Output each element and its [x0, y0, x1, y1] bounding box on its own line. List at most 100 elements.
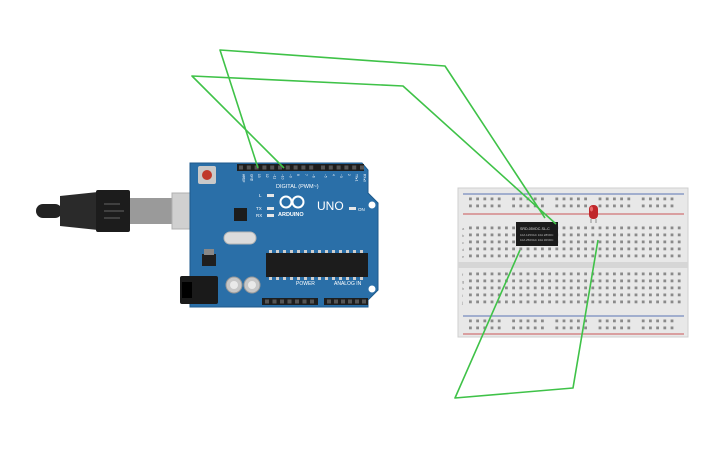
breadboard-hole[interactable] [620, 226, 623, 230]
breadboard-hole[interactable] [569, 254, 573, 258]
rail-hole[interactable] [577, 204, 580, 208]
breadboard-hole[interactable] [591, 254, 595, 258]
breadboard-hole[interactable] [548, 300, 551, 304]
rail-hole[interactable] [519, 197, 523, 201]
rail-hole[interactable] [670, 204, 674, 208]
breadboard-hole[interactable] [677, 240, 681, 244]
rail-hole[interactable] [562, 197, 566, 201]
breadboard-hole[interactable] [598, 293, 602, 297]
rail-hole[interactable] [555, 197, 559, 201]
digital-pin-TX▸1[interactable] [352, 165, 357, 170]
digital-pin-~10[interactable] [278, 165, 282, 170]
breadboard-hole[interactable] [627, 247, 631, 251]
breadboard-hole[interactable] [548, 286, 551, 290]
breadboard-hole[interactable] [627, 300, 631, 304]
rail-hole[interactable] [490, 197, 494, 201]
breadboard-hole[interactable] [555, 300, 559, 304]
breadboard-hole[interactable] [483, 300, 487, 304]
rail-hole[interactable] [641, 204, 645, 208]
breadboard-hole[interactable] [526, 279, 530, 283]
breadboard-hole[interactable] [677, 293, 681, 297]
rail-hole[interactable] [476, 319, 479, 323]
rail-hole[interactable] [656, 197, 659, 201]
breadboard-hole[interactable] [649, 254, 652, 258]
breadboard-hole[interactable] [512, 233, 515, 237]
breadboard-hole[interactable] [526, 247, 530, 251]
breadboard-hole[interactable] [562, 240, 566, 244]
breadboard-hole[interactable] [569, 233, 573, 237]
breadboard-hole[interactable] [620, 293, 623, 297]
rail-hole[interactable] [469, 197, 472, 201]
breadboard-hole[interactable] [505, 293, 508, 297]
rail-hole[interactable] [569, 326, 573, 330]
breadboard-hole[interactable] [591, 286, 595, 290]
breadboard-hole[interactable] [656, 300, 659, 304]
power-pin-Vin[interactable] [310, 299, 314, 304]
breadboard-hole[interactable] [577, 279, 580, 283]
breadboard-hole[interactable] [483, 226, 487, 230]
digital-pin-2[interactable] [344, 165, 349, 170]
rail-hole[interactable] [562, 326, 566, 330]
breadboard-hole[interactable] [555, 254, 559, 258]
breadboard-hole[interactable] [577, 247, 580, 251]
breadboard-hole[interactable] [577, 293, 580, 297]
rail-hole[interactable] [663, 204, 667, 208]
breadboard-hole[interactable] [584, 279, 587, 283]
breadboard-hole[interactable] [663, 272, 667, 276]
breadboard-hole[interactable] [656, 233, 659, 237]
analog-pin-A2[interactable] [341, 299, 345, 304]
breadboard-hole[interactable] [620, 247, 623, 251]
rail-hole[interactable] [649, 326, 652, 330]
breadboard-hole[interactable] [497, 293, 501, 297]
rail-hole[interactable] [656, 204, 659, 208]
breadboard-hole[interactable] [677, 272, 681, 276]
breadboard-hole[interactable] [663, 226, 667, 230]
rail-hole[interactable] [483, 197, 487, 201]
breadboard-hole[interactable] [569, 247, 573, 251]
breadboard-hole[interactable] [490, 254, 494, 258]
power-header[interactable] [262, 298, 318, 305]
breadboard-hole[interactable] [483, 233, 487, 237]
breadboard-hole[interactable] [490, 233, 494, 237]
breadboard-hole[interactable] [490, 293, 494, 297]
rail-hole[interactable] [649, 319, 652, 323]
rail-hole[interactable] [663, 197, 667, 201]
rail-hole[interactable] [663, 326, 667, 330]
breadboard-hole[interactable] [512, 226, 515, 230]
breadboard-hole[interactable] [526, 272, 530, 276]
breadboard-hole[interactable] [656, 272, 659, 276]
rail-hole[interactable] [497, 319, 501, 323]
breadboard-hole[interactable] [613, 254, 616, 258]
digital-pin-12[interactable] [262, 165, 267, 170]
breadboard-hole[interactable] [533, 286, 537, 290]
breadboard-hole[interactable] [677, 254, 681, 258]
breadboard-hole[interactable] [649, 226, 652, 230]
breadboard-hole[interactable] [663, 240, 667, 244]
breadboard-hole[interactable] [634, 293, 638, 297]
power-pin-3.3V[interactable] [280, 299, 284, 304]
breadboard-hole[interactable] [512, 293, 515, 297]
rail-hole[interactable] [541, 197, 544, 201]
breadboard-hole[interactable] [670, 247, 674, 251]
breadboard-hole[interactable] [641, 272, 645, 276]
breadboard-hole[interactable] [533, 279, 537, 283]
breadboard-hole[interactable] [497, 279, 501, 283]
breadboard-hole[interactable] [613, 233, 616, 237]
breadboard-hole[interactable] [577, 272, 580, 276]
breadboard-hole[interactable] [656, 226, 659, 230]
breadboard-hole[interactable] [562, 254, 566, 258]
breadboard-hole[interactable] [634, 240, 638, 244]
breadboard-hole[interactable] [533, 272, 537, 276]
breadboard-hole[interactable] [519, 247, 523, 251]
breadboard-hole[interactable] [512, 300, 515, 304]
rail-hole[interactable] [620, 319, 623, 323]
rail-hole[interactable] [512, 319, 515, 323]
breadboard-hole[interactable] [577, 286, 580, 290]
breadboard-hole[interactable] [598, 233, 602, 237]
breadboard-hole[interactable] [634, 254, 638, 258]
breadboard-hole[interactable] [562, 279, 566, 283]
rail-hole[interactable] [519, 319, 523, 323]
rail-hole[interactable] [469, 204, 472, 208]
breadboard-hole[interactable] [663, 300, 667, 304]
breadboard-hole[interactable] [641, 226, 645, 230]
